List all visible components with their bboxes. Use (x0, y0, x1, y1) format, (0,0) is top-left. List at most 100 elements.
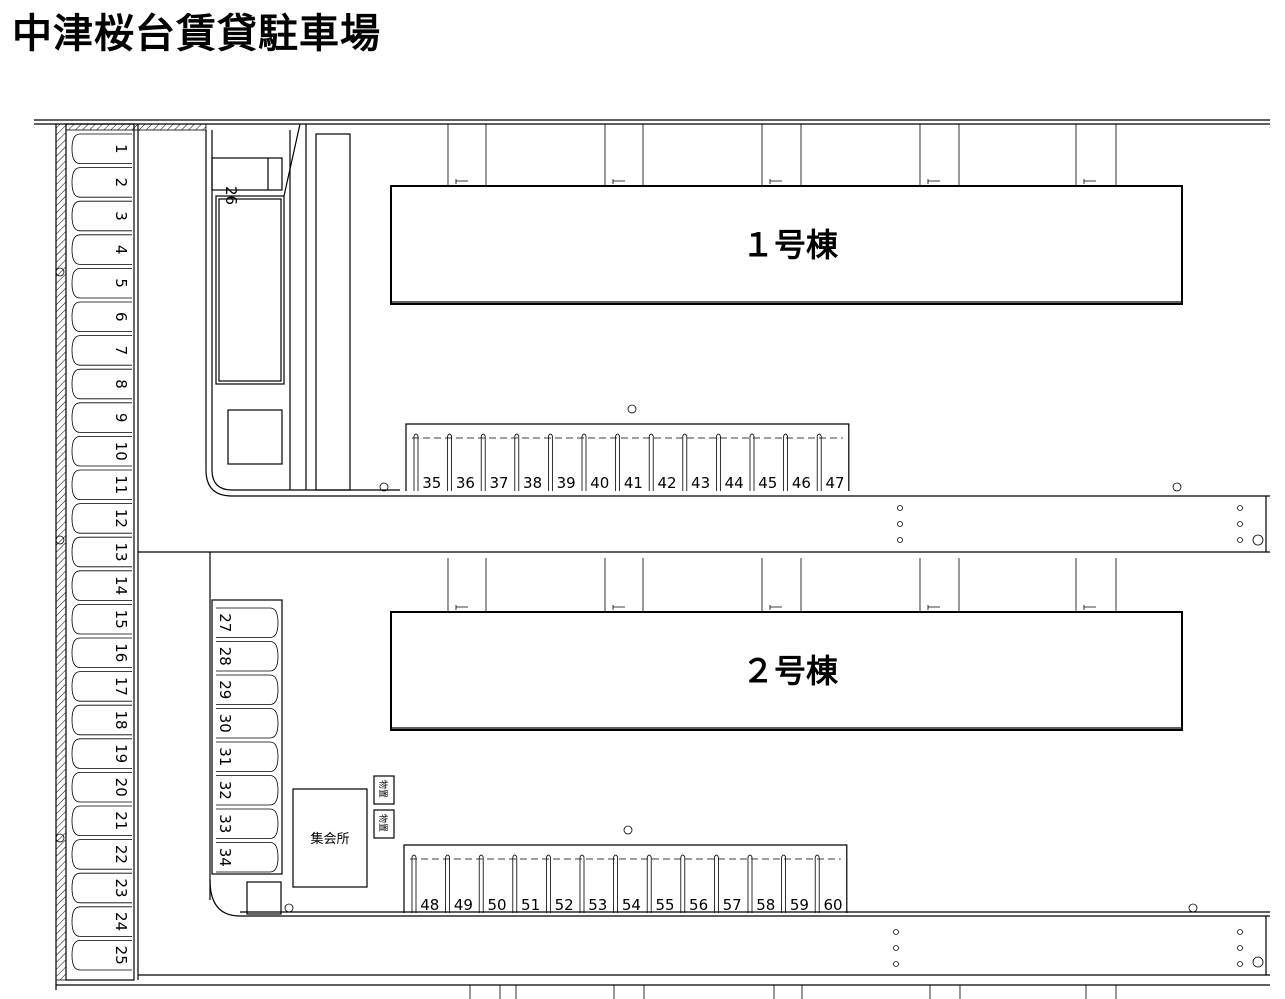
parking-stall (216, 708, 279, 739)
parking-stall (216, 842, 279, 873)
stall-number: 54 (622, 896, 641, 914)
boundary-wall-left (55, 123, 67, 981)
parking-stall (71, 604, 132, 635)
stall-number: 20 (112, 778, 130, 797)
storage-label: 物置 (377, 814, 389, 832)
stall-number: 31 (216, 747, 234, 766)
stall-number: 21 (112, 811, 130, 830)
stall-number: 24 (112, 912, 130, 931)
parking-stall (71, 268, 132, 299)
stall-number: 6 (112, 312, 130, 322)
road-2 (138, 879, 1270, 976)
parking-stall (71, 234, 132, 265)
left-parking-strip (65, 123, 135, 981)
stall-number: 19 (112, 744, 130, 763)
stall-number: 42 (657, 474, 676, 492)
bottom-bays (469, 985, 1117, 999)
parking-stall (579, 854, 585, 913)
stall-number: 26 (222, 186, 240, 205)
stall-number: 11 (112, 475, 130, 494)
stall-number: 46 (792, 474, 811, 492)
stall-number: 50 (487, 896, 506, 914)
marker (1188, 903, 1198, 913)
parking-stall (216, 607, 279, 638)
parking-stall (747, 854, 753, 913)
stall-number: 4 (112, 245, 130, 255)
parking-stall (71, 772, 132, 803)
parking-stall (413, 433, 419, 491)
parking-stall (714, 854, 719, 913)
parking-stall (814, 854, 820, 913)
parking-stall (783, 433, 788, 491)
stall-number: 40 (590, 474, 609, 492)
stall-number: 18 (112, 710, 130, 729)
parking-stall (216, 775, 279, 806)
stall-number: 16 (112, 643, 130, 662)
parking-stall (71, 536, 132, 568)
top-left-area (205, 123, 1270, 497)
stall-number: 37 (489, 474, 508, 492)
parking-stall (411, 854, 417, 913)
stall-number: 5 (112, 278, 130, 288)
marker (627, 404, 637, 414)
stall-number: 48 (420, 896, 439, 914)
parking-stall (71, 402, 132, 433)
parking-stall (71, 839, 132, 870)
stall-number: 53 (588, 896, 607, 914)
page-title: 中津桜台賃貸駐車場 (12, 11, 381, 57)
building-1-label: １号棟 (742, 226, 839, 264)
building-2-bays (447, 558, 1117, 612)
stall-number: 38 (523, 474, 542, 492)
stall-number: 60 (823, 896, 842, 914)
stall-number: 44 (725, 474, 744, 492)
parking-stall (615, 433, 620, 491)
parking-stall (71, 503, 132, 534)
stall-number: 27 (216, 613, 234, 632)
storage-label: 物置 (377, 780, 389, 798)
stall-number: 29 (216, 680, 234, 699)
parking-stall (816, 433, 822, 491)
parking-stall (71, 335, 132, 366)
row-outline (403, 844, 848, 913)
stall-number: 39 (557, 474, 576, 492)
stall-number: 52 (555, 896, 574, 914)
stall-number: 14 (112, 576, 130, 595)
parking-stall (646, 854, 652, 913)
storage-shed (373, 775, 395, 805)
stall-number: 22 (112, 845, 130, 864)
stall-number: 43 (691, 474, 710, 492)
parking-stall (71, 940, 132, 971)
parking-stall (71, 368, 132, 400)
building-1-block (390, 185, 1183, 305)
parking-stall (71, 436, 132, 467)
parking-stall (71, 469, 132, 500)
stall-number: 23 (112, 878, 130, 897)
parking-stall (716, 433, 721, 491)
utility-box (246, 881, 282, 915)
parking-stall (680, 854, 686, 913)
parking-stall (71, 200, 132, 232)
parking-stall (71, 133, 132, 164)
marker (284, 903, 294, 913)
parking-stall (546, 854, 551, 913)
parking-stall (216, 674, 279, 705)
parking-stall (548, 433, 553, 491)
marker (1172, 482, 1182, 492)
marker (623, 825, 633, 835)
stall-number: 13 (112, 542, 130, 561)
parking-stall (71, 167, 132, 198)
stall-number: 28 (216, 647, 234, 666)
parking-stall (216, 741, 279, 772)
stall-number: 17 (112, 677, 130, 696)
parking-stall (445, 854, 450, 913)
stall-number: 35 (422, 474, 441, 492)
parking-stall (71, 570, 132, 601)
meeting-hall-label: 集会所 (310, 831, 349, 847)
boundary-markers (55, 267, 65, 843)
road-1 (138, 496, 1270, 900)
stall-number: 8 (112, 379, 130, 389)
stall-number: 57 (723, 896, 742, 914)
building-1-bays (447, 124, 1117, 186)
